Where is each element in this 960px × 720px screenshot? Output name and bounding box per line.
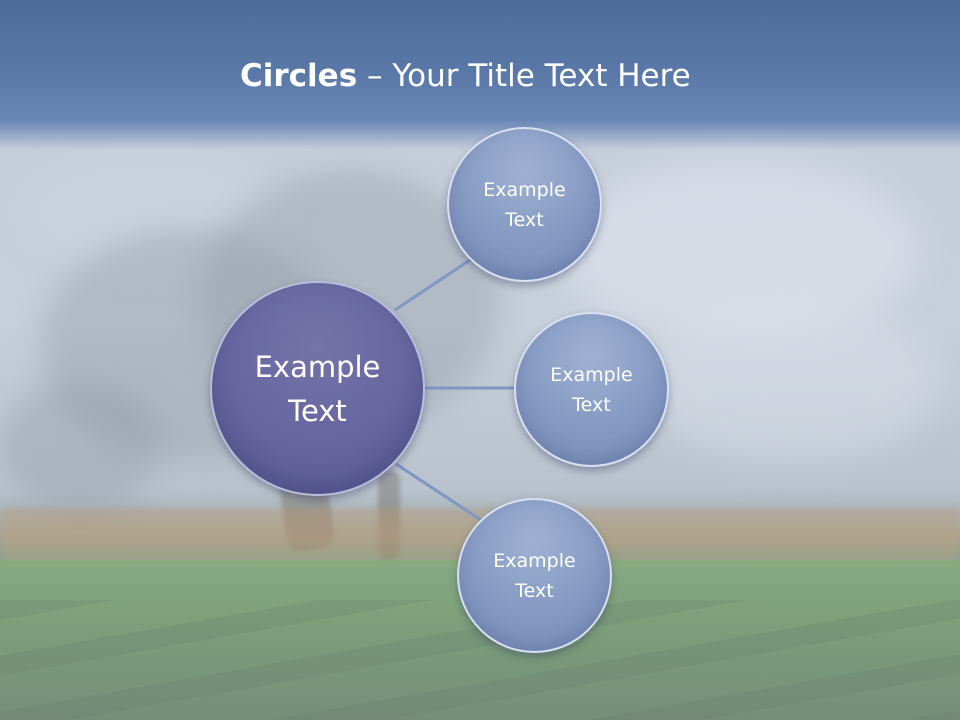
node-circle-2[interactable]: Example Text bbox=[514, 312, 669, 467]
title-band bbox=[0, 0, 960, 150]
node-circle-1[interactable]: Example Text bbox=[447, 127, 602, 282]
node-1-label: Example Text bbox=[465, 175, 583, 235]
center-label-line-2: Text bbox=[288, 393, 347, 428]
tree-canopy bbox=[0, 380, 160, 510]
node-1-label-line-1: Example bbox=[483, 178, 566, 201]
title-rest: – Your Title Text Here bbox=[357, 58, 691, 94]
center-circle[interactable]: Example Text bbox=[210, 281, 425, 496]
node-2-label-line-2: Text bbox=[572, 393, 611, 416]
connector-to-node-3 bbox=[395, 462, 482, 522]
node-1-label-line-2: Text bbox=[505, 208, 544, 231]
node-2-label-line-1: Example bbox=[550, 363, 633, 386]
cloud-shape bbox=[20, 150, 280, 270]
node-circle-3[interactable]: Example Text bbox=[457, 498, 612, 653]
slide-title: Circles – Your Title Text Here bbox=[240, 54, 691, 98]
node-3-label-line-2: Text bbox=[515, 579, 554, 602]
center-label-line-1: Example bbox=[254, 349, 381, 384]
title-bold: Circles bbox=[240, 58, 358, 94]
node-3-label-line-1: Example bbox=[493, 549, 576, 572]
node-3-label: Example Text bbox=[475, 546, 593, 606]
connector-to-node-1 bbox=[394, 256, 474, 312]
cloud-shape bbox=[640, 300, 940, 460]
center-circle-label: Example Text bbox=[237, 345, 399, 433]
node-2-label: Example Text bbox=[532, 360, 650, 420]
